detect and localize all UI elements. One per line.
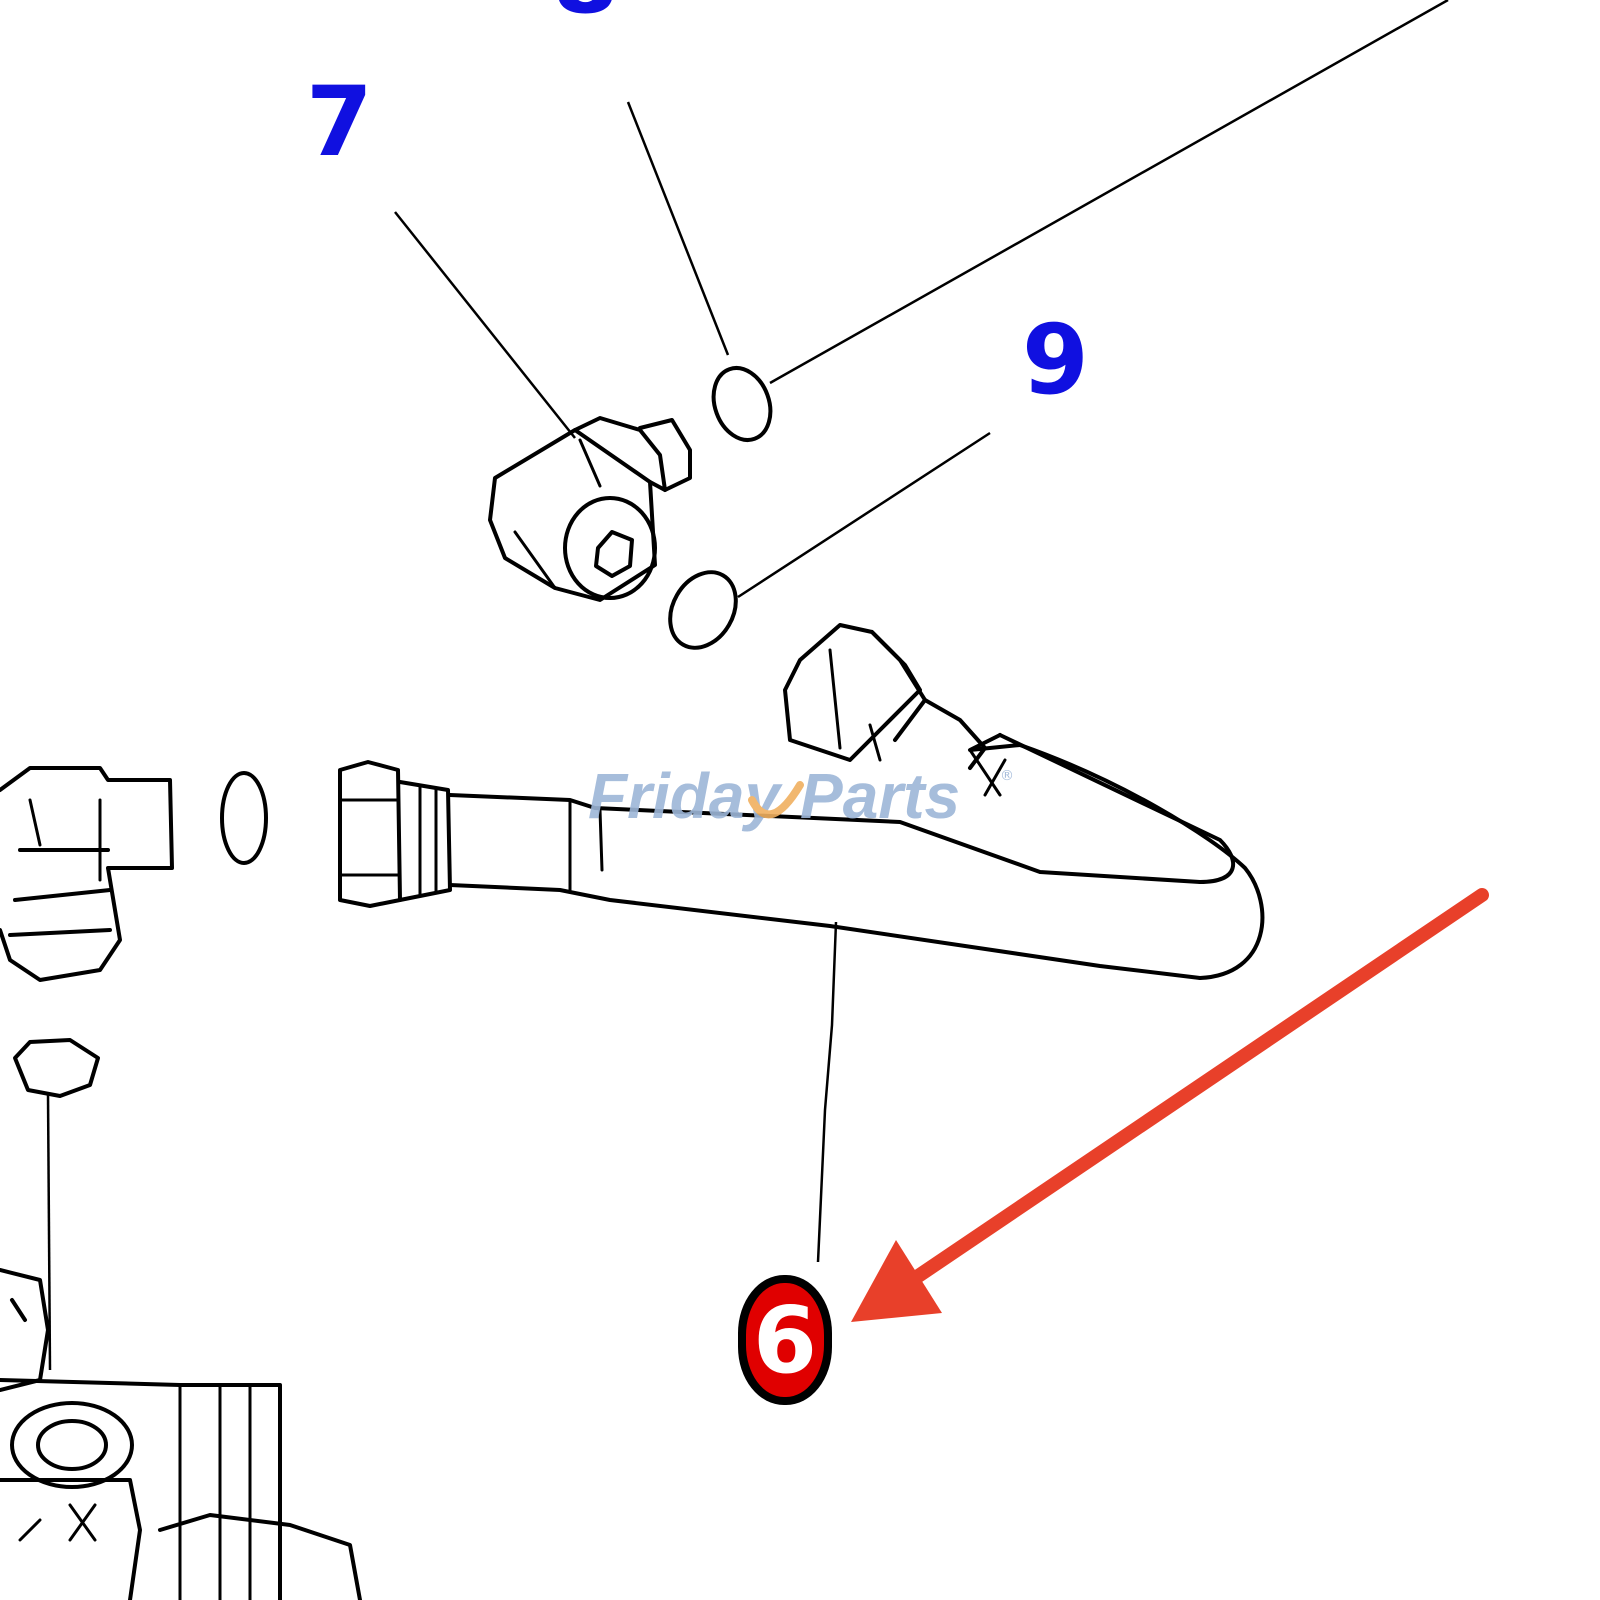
arrow-head [851,1240,942,1322]
oring-left [220,771,268,865]
watermark-text-left: Friday [588,760,783,832]
watermark-registered-mark: ® [1000,768,1014,784]
leader-line-9 [737,431,991,599]
arrow-shaft [861,888,1489,1317]
leader-line-oring-left [46,1093,52,1371]
oring-part-8 [711,366,773,442]
leader-line-diagonal [769,0,1449,385]
tube-part-6 [338,623,1265,980]
callout-7[interactable]: 7 [306,66,373,178]
oring-left-lower [13,1038,100,1098]
leader-line-6 [816,921,838,1263]
callout-9[interactable]: 9 [1022,304,1089,416]
leader-line-7 [394,211,576,439]
highlight-callout-6[interactable]: 6 [738,1275,832,1405]
elbow-fitting-part-7 [488,416,692,602]
highlight-label: 6 [753,1287,817,1394]
leader-lines [46,0,1449,1371]
left-fitting [0,766,174,982]
oring-part-9 [668,570,738,650]
callout-8[interactable]: 8 [552,0,619,35]
valve-body [0,1268,362,1600]
pointer-arrow [851,888,1489,1322]
watermark-text-right: Parts [800,760,960,832]
highlight-badge [746,1283,824,1397]
watermark: Friday Parts ® [588,760,1014,832]
leader-line-8 [626,101,730,356]
watermark-swoosh [748,781,804,819]
